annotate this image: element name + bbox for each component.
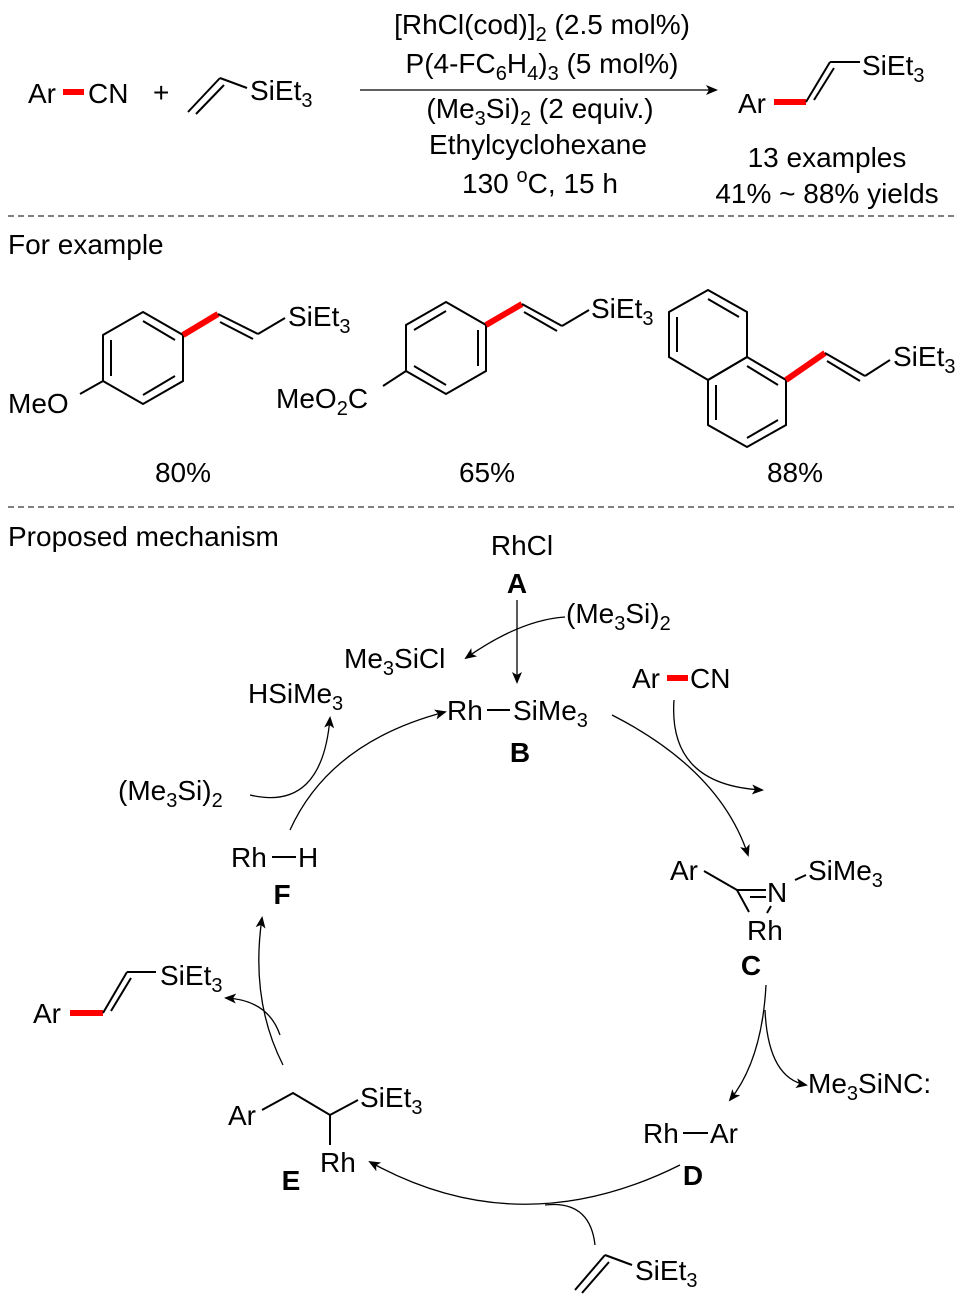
examples-heading: For example [8,229,164,260]
substrate-ar: Ar [632,663,660,694]
arrow-hydrosilane-out [249,716,335,799]
product-silane: SiEt3​ [160,960,222,997]
species-c-si: SiMe3​ [808,855,883,892]
reactant-cn: CN [88,78,128,109]
species-a-label: A [507,568,527,599]
alkene-silane: SiEt3​ [635,1255,697,1292]
condition-ligand: P(4-FC6​H4​)3​ (5 mol%) [406,48,679,85]
vinylsilane-structure [574,1254,633,1294]
reagent-disilane-top: (Me3​Si)2​ [566,598,671,635]
species-e-rh: Rh [320,1147,356,1178]
byproduct-hydrosilane: HSiMe3​ [248,678,343,715]
arrow-isonitrile-out [764,1009,808,1089]
species-c-rh: Rh [747,915,783,946]
yield-label: 65% [459,457,515,488]
species-f-label: F [273,879,290,910]
catalytic-cycle: RhCl A (Me3​Si)2​ Me3​SiCl Rh SiMe3​ B A… [33,530,931,1294]
substituent-label: MeO2​C [276,383,368,420]
reactant-ar: Ar [28,78,56,109]
condition-temperature: 130 o​C, 15 h [462,165,618,199]
species-b-label: B [510,737,530,768]
product-alkene [805,61,860,103]
product-ar: Ar [33,998,61,1029]
example-ester: SiEt3​ MeO2​C 65% [276,293,653,488]
condition-catalyst: [RhCl(cod)]2​ (2.5 mol%) [394,9,690,46]
arrow-e-to-f [255,916,284,1066]
species-b-si: SiMe3​ [513,695,588,732]
species-d-rh: Rh [643,1118,679,1149]
species-d-label: D [683,1160,703,1191]
example-methoxy: SiEt3​ MeO 80% [8,301,350,488]
byproduct-isonitrile: Me3​SiNC: [808,1068,931,1105]
product-alkene [102,971,156,1014]
species-c-label: C [741,950,761,981]
product-silane: SiEt3​ [862,50,924,87]
byproduct-tmscl: Me3​SiCl [344,643,445,680]
species-f-h: H [298,842,318,873]
yield-range: 41% ~ 88% yields [715,178,938,209]
arrow-substrate-in [673,699,764,795]
arrow-product-out [224,993,281,1036]
species-b-rh: Rh [447,695,483,726]
silyl-label: SiEt3​ [893,341,955,378]
vinylsilane-structure [187,77,248,115]
examples-count: 13 examples [748,142,907,173]
silyl-label: SiEt3​ [591,293,653,330]
mechanism-heading: Proposed mechanism [8,521,279,552]
arrow-f-to-b [289,709,447,831]
yield-label: 80% [155,457,211,488]
substituent-label: MeO [8,388,69,419]
species-f-rh: Rh [231,842,267,873]
main-reaction: Ar CN + SiEt3​ [RhCl(cod)]2​ (2.5 mol%) … [28,9,939,209]
plus-sign: + [153,77,169,108]
species-c-ar: Ar [670,855,698,886]
substrate-cn: CN [690,663,730,694]
species-d-ar: Ar [710,1118,738,1149]
species-a-formula: RhCl [491,530,553,561]
reagent-disilane-left: (Me3​Si)2​ [118,775,223,812]
condition-solvent: Ethylcyclohexane [429,129,647,160]
species-e-si: SiEt3​ [360,1082,422,1119]
arrow-c-to-d [728,984,767,1102]
arrow-b-to-c [611,714,750,857]
arrow-d-to-e [368,1161,681,1205]
yield-label: 88% [767,457,823,488]
reactant-silane: SiEt3​ [250,75,312,112]
example-naphthyl: SiEt3​ 88% [668,288,955,488]
species-c-n: N [767,877,787,908]
silyl-label: SiEt3​ [288,301,350,338]
product-ar: Ar [738,88,766,119]
species-e-ar: Ar [228,1100,256,1131]
species-e-label: E [282,1165,301,1196]
condition-reagent: (Me3​Si)2​ (2 equiv.) [426,93,653,130]
arrow-alkene-in [544,1203,596,1246]
arrow-byproduct [464,616,566,660]
